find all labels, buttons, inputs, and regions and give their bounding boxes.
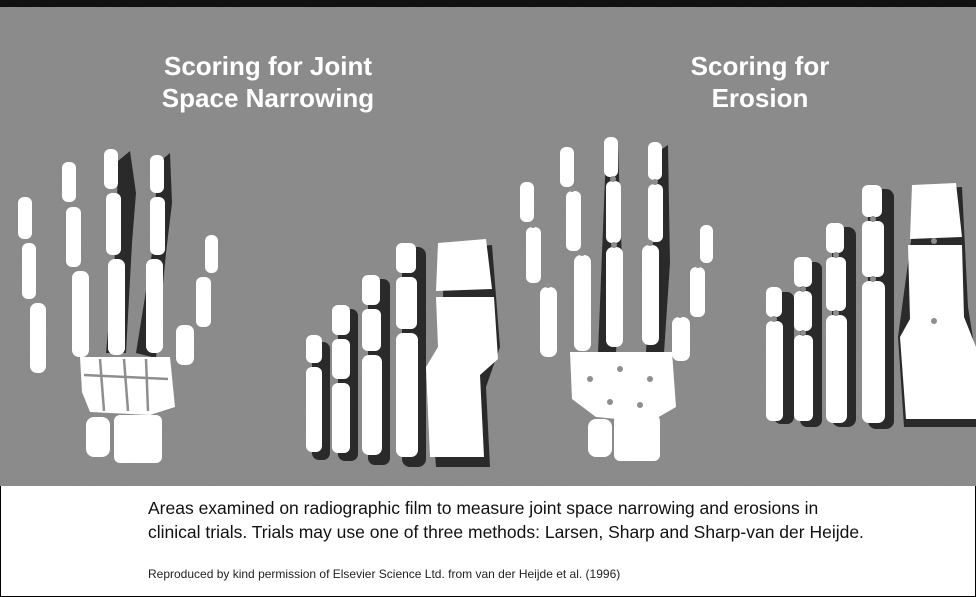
figure-credit: Reproduced by kind permission of Elsevie…: [148, 567, 968, 581]
caption-line2: clinical trials. Trials may use one of t…: [148, 520, 968, 544]
left-title-line2: Space Narrowing: [162, 83, 374, 113]
right-title-line1: Scoring for: [691, 51, 830, 81]
radiograph-figure: Scoring for Joint Space Narrowing Scorin…: [0, 7, 976, 486]
left-title-line1: Scoring for Joint: [164, 51, 372, 81]
right-title-line2: Erosion: [712, 83, 809, 113]
figure-caption: Areas examined on radiographic film to m…: [148, 496, 968, 544]
skeleton-diagram: Scoring for Joint Space Narrowing Scorin…: [0, 7, 976, 486]
caption-line1: Areas examined on radiographic film to m…: [148, 496, 968, 520]
top-bar: [0, 0, 976, 7]
